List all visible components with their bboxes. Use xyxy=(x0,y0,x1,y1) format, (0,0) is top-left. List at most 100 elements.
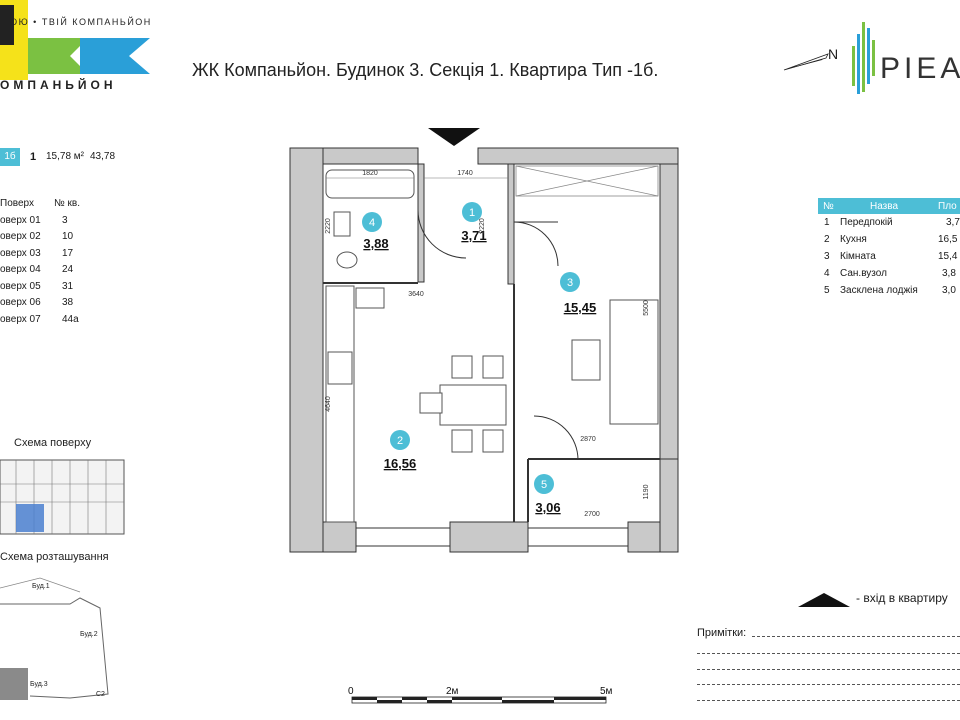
door-swings xyxy=(417,209,579,461)
scale-label: 2м xyxy=(446,686,459,697)
room-area: 15,4 xyxy=(938,251,958,262)
kitchen-counter xyxy=(325,285,355,523)
building-label: С2 xyxy=(96,691,105,698)
notes-line xyxy=(697,653,960,654)
dimension-label: 1740 xyxy=(457,170,473,177)
scale-label: 5м xyxy=(600,686,613,697)
total-area: 43,78 xyxy=(90,151,116,162)
page-title: ЖК Компаньйон. Будинок 3. Секція 1. Квар… xyxy=(192,60,659,80)
building-label: Буд.2 xyxy=(80,631,98,638)
scale-label: 0 xyxy=(348,686,354,697)
floor-cell: оверх 07 xyxy=(0,313,41,325)
logo-green-shape xyxy=(28,38,88,74)
bathroom-sink-icon xyxy=(333,211,351,237)
room-5-number: 5 xyxy=(541,479,547,491)
dining-table-icon xyxy=(419,355,507,453)
living-area: 15,78 м² xyxy=(46,151,85,162)
apt-cell: 24 xyxy=(62,264,74,275)
floor-schema xyxy=(0,459,125,535)
building-label: Буд.1 xyxy=(32,583,50,590)
entrance-marker-icon xyxy=(428,128,480,146)
room-name: Засклена лоджія xyxy=(840,285,918,296)
apt-cell: 31 xyxy=(62,280,74,292)
table-row: оверх 06 38 xyxy=(0,297,110,314)
notes-line xyxy=(697,684,960,685)
notes-label: Примітки: xyxy=(697,627,747,639)
room-num: 1 xyxy=(824,217,830,228)
room-markers xyxy=(362,202,580,494)
room-name: Кухня xyxy=(840,234,867,245)
apt-cell: 3 xyxy=(62,214,68,226)
entrance-legend-icon xyxy=(798,593,850,607)
floor-cell: оверх 01 xyxy=(0,214,41,226)
num-header: № xyxy=(823,201,834,212)
room-5-area: 3,06 xyxy=(535,500,560,515)
floor-plan: 4 1 3 2 5 3,88 3,71 15,45 16,56 3,06 182… xyxy=(289,128,679,553)
location-schema: Буд.1 Буд.2 Буд.3 С2 xyxy=(0,577,109,700)
floor-cell: оверх 06 xyxy=(0,297,41,308)
location-schema-title: Схема розташування xyxy=(0,551,109,563)
name-header: Назва xyxy=(870,201,899,212)
floor-cell: оверх 03 xyxy=(0,247,41,259)
company-logo: ЮЮ • ТВІЙ КОМПАНЬЙОН ОМПАНЬЙОН xyxy=(0,0,170,100)
apt-cell: 44а xyxy=(62,313,79,325)
table-row: оверх 03 17 xyxy=(0,248,110,265)
stove-icon xyxy=(327,351,353,385)
dimension-label: 2870 xyxy=(580,436,596,443)
room-area: 16,5 xyxy=(938,234,958,245)
room-num: 2 xyxy=(824,234,830,245)
kitchen-sink-icon xyxy=(355,287,385,309)
bathtub-icon xyxy=(325,169,415,199)
room-area: 3,8 xyxy=(942,268,956,279)
apartment-type-badge: 1б xyxy=(0,148,20,166)
developer-logo-text: PIEA xyxy=(880,52,960,85)
dimension-label: 1190 xyxy=(643,484,650,499)
notes-line xyxy=(752,636,960,637)
notes-line xyxy=(697,669,960,670)
table-row: оверх 01 3 xyxy=(0,215,110,232)
room-name: Передпокій xyxy=(840,217,893,228)
rooms-count: 1 xyxy=(30,151,37,163)
floor-header: Поверх xyxy=(0,198,34,209)
windows xyxy=(355,527,629,547)
room-num: 5 xyxy=(824,285,830,296)
apt-cell: 17 xyxy=(62,247,74,259)
room-area: 3,7 xyxy=(946,217,960,228)
logo-brand-name: ОМПАНЬЙОН xyxy=(0,78,117,92)
room-3-area: 15,45 xyxy=(564,300,597,315)
scale-bar: 0 2м 5м xyxy=(348,686,613,704)
dimension-label: 2220 xyxy=(479,218,486,234)
room-1-area: 3,71 xyxy=(461,228,486,243)
dimension-label: 1820 xyxy=(362,170,378,177)
apt-cell: 38 xyxy=(62,297,74,308)
room-4-area: 3,88 xyxy=(363,236,388,251)
dimension-label: 4640 xyxy=(325,396,332,412)
notes-line xyxy=(697,700,960,701)
sofa-icon xyxy=(571,299,659,425)
room-4-number: 4 xyxy=(369,217,375,229)
floor-cell: оверх 04 xyxy=(0,264,41,275)
building-3-highlight xyxy=(0,668,28,700)
apartment-info: 1б 1 15,78 м² 43,78 xyxy=(0,146,125,170)
dimension-label: 2700 xyxy=(584,511,600,518)
wardrobe-icon xyxy=(515,165,659,197)
developer-logo-mark xyxy=(852,22,875,94)
interior-walls xyxy=(323,282,660,522)
room-name: Кімната xyxy=(840,251,876,262)
table-row: оверх 05 31 xyxy=(0,281,110,298)
entrance-legend-text: - вхід в квартиру xyxy=(856,591,948,605)
logo-slogan: ЮЮ • ТВІЙ КОМПАНЬЙОН xyxy=(8,17,152,27)
floor-cell: оверх 05 xyxy=(0,280,41,292)
room-3-number: 3 xyxy=(567,277,573,289)
logo-black-mark xyxy=(0,5,14,45)
table-row: 2 Кухня 16,5 xyxy=(818,231,960,248)
area-header: Пло xyxy=(938,201,957,212)
table-row: оверх 07 44а xyxy=(0,314,110,331)
building-label: Буд.3 xyxy=(30,681,48,688)
room-2-area: 16,56 xyxy=(384,456,417,471)
